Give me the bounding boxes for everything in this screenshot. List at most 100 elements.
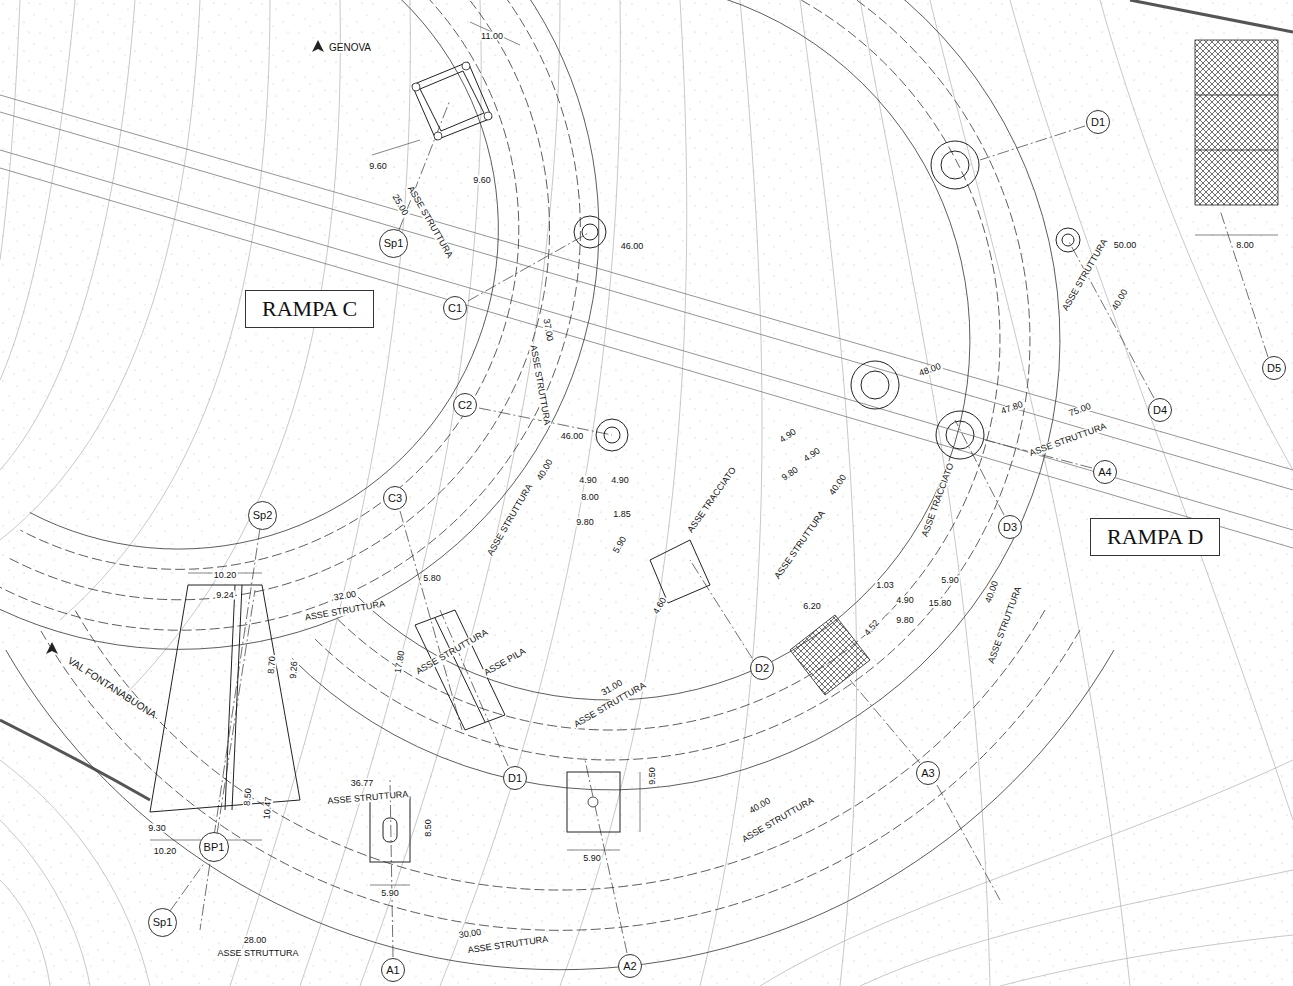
grid-axis-bubble: Sp2 xyxy=(248,501,277,530)
contour-line xyxy=(440,0,620,986)
grid-axis-bubble: A3 xyxy=(916,761,940,785)
pile-head xyxy=(462,62,470,70)
dimension-label: 1.85 xyxy=(612,510,632,519)
node-text: Sp2 xyxy=(253,510,273,521)
grid-axis-bubble: D1 xyxy=(1086,110,1110,134)
dimension-label: 5.90 xyxy=(940,576,960,585)
dimension-label: 9.60 xyxy=(472,176,492,185)
dimension-line xyxy=(372,140,420,155)
node-text: D1 xyxy=(1091,117,1105,128)
dimension-label: 9.50 xyxy=(648,766,657,786)
dimension-label: 8.50 xyxy=(424,818,433,838)
ramp-d-deck-line xyxy=(313,0,1030,760)
grid-axis-line xyxy=(390,780,393,957)
dimension-label: 4.90 xyxy=(895,596,915,605)
grid-axis-line xyxy=(1220,210,1268,357)
road-edge xyxy=(0,168,1293,548)
hatched-foundation xyxy=(1195,40,1278,205)
pier-foundation xyxy=(150,62,1080,862)
grid-axis-bubble: Sp1 xyxy=(379,229,408,258)
contour-line xyxy=(860,0,990,986)
grid-axis-line xyxy=(170,100,1268,957)
dimension-label: 4.90 xyxy=(610,476,630,485)
main-road-axis xyxy=(6,610,1114,970)
dimension-label: 5.80 xyxy=(422,574,442,583)
grid-axis-line xyxy=(170,862,205,911)
grid-axis-bubble: BP1 xyxy=(199,832,229,862)
contour-line xyxy=(230,0,410,986)
pier-foundation xyxy=(150,585,300,812)
grid-axis-line xyxy=(937,785,1000,900)
road-edge xyxy=(0,150,1293,530)
dimension-label: 8.70 xyxy=(267,655,278,675)
contour-line xyxy=(1010,0,1293,820)
direction-arrow xyxy=(46,642,58,654)
node-text: Sp1 xyxy=(153,917,173,928)
dimension-line xyxy=(370,885,410,886)
hatched-foundation xyxy=(790,615,870,695)
contour-line xyxy=(120,0,340,700)
dimension-label: 4.90 xyxy=(578,476,598,485)
pile-head xyxy=(484,112,492,120)
pier-foundation xyxy=(567,772,620,832)
ramp-d-deck-line xyxy=(355,0,970,700)
dimension-label: 11.00 xyxy=(480,32,504,41)
contour-line xyxy=(360,0,560,986)
grid-axis-line xyxy=(468,232,590,301)
dimension-line xyxy=(1195,235,1278,236)
dimension-line xyxy=(470,22,520,45)
road-edge xyxy=(0,720,150,800)
contour-line xyxy=(1100,0,1293,470)
dimension-label: 9.30 xyxy=(147,824,167,833)
dimension-label: 46.00 xyxy=(620,242,645,251)
pile-head xyxy=(588,797,598,807)
contour-line xyxy=(0,0,135,470)
ramp-d-deck-line xyxy=(292,0,1060,790)
node-text: A4 xyxy=(1098,467,1111,478)
grid-axis-line xyxy=(1068,240,1154,398)
ramp-c-deck-line xyxy=(20,0,518,569)
pier-foundation xyxy=(1056,228,1080,252)
pier-foundation xyxy=(596,419,628,451)
road-edge xyxy=(0,95,1293,470)
road-edge xyxy=(0,95,1293,548)
ramp-c-deck-line xyxy=(6,0,549,600)
pier-foundation xyxy=(412,62,492,140)
grid-axis-bubble: C2 xyxy=(453,393,477,417)
node-text: D4 xyxy=(1153,405,1167,416)
grid-axis-bubble: C1 xyxy=(443,296,467,320)
ramp-c-deck-line xyxy=(0,0,599,649)
direction-arrow xyxy=(312,40,324,52)
ramp-c-deck-line xyxy=(30,0,499,549)
node-text: Sp1 xyxy=(384,238,404,249)
dimension-label: 8.00 xyxy=(580,493,600,502)
contour-line xyxy=(860,870,1293,986)
grid-axis-line xyxy=(980,126,1085,160)
road-edge xyxy=(0,112,1293,490)
contour-line xyxy=(0,760,150,986)
dimension-label: 10.20 xyxy=(153,847,178,856)
ramp-d-deck-line xyxy=(292,0,1060,790)
road-edge xyxy=(1130,0,1293,32)
contour-line xyxy=(560,0,687,986)
contour-line xyxy=(300,0,481,986)
grid-axis-line xyxy=(690,560,752,658)
grid-axis-bubble: Sp1 xyxy=(148,908,177,937)
dimension-label: 28.00 xyxy=(243,936,268,945)
grid-axis-bubble: C3 xyxy=(383,486,407,510)
ramp-title-box: RAMPA D xyxy=(1090,518,1220,556)
contour-line xyxy=(0,880,50,986)
dimension-label: 9.80 xyxy=(575,518,595,527)
pier-foundation xyxy=(370,797,410,862)
node-text: A2 xyxy=(623,961,636,972)
dimension-label: 15.80 xyxy=(928,599,953,608)
pier-foundation xyxy=(851,361,899,409)
dimension-line xyxy=(567,850,620,851)
grid-axis-bubble: D3 xyxy=(998,515,1022,539)
pier-foundation xyxy=(650,540,710,603)
dimension-line xyxy=(150,22,1278,885)
contour-line xyxy=(760,760,1293,986)
pier-foundation xyxy=(420,71,484,131)
hatched-foundation xyxy=(1195,95,1278,96)
